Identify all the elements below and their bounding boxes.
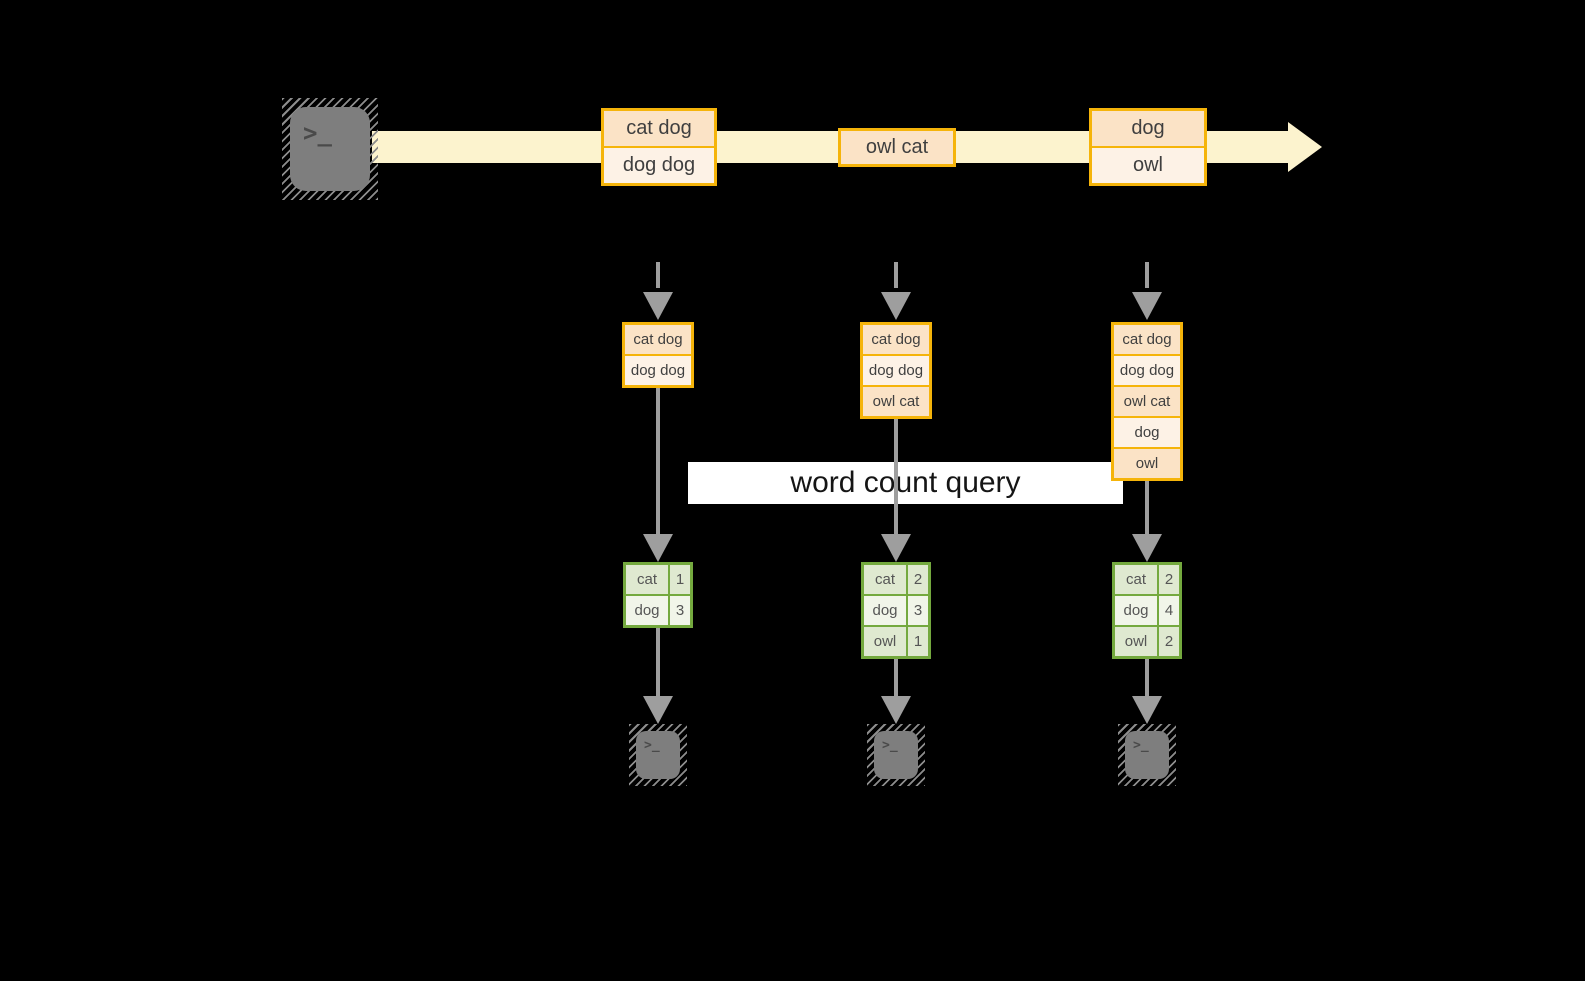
terminal-icon: >_	[290, 107, 370, 191]
state-record: dog dog	[1114, 354, 1180, 385]
table-row: cat 1	[626, 565, 690, 594]
state-record: cat dog	[1114, 325, 1180, 354]
stream-batch-3: dog owl	[1089, 108, 1207, 186]
source-terminal-hatch: >_	[282, 98, 378, 200]
result-table-1: cat 1 dog 3	[623, 562, 693, 628]
state-record: dog dog	[625, 354, 691, 385]
count-cell: 1	[908, 627, 928, 656]
word-cell: cat	[626, 565, 670, 594]
arrow-line	[894, 419, 898, 534]
stream-batch-2: owl cat	[838, 128, 956, 167]
terminal-icon: >_	[1125, 731, 1169, 779]
terminal-icon: >_	[874, 731, 918, 779]
arrow-line	[1145, 481, 1149, 534]
terminal-prompt-glyph: >_	[644, 738, 660, 753]
table-row: owl 2	[1115, 625, 1179, 656]
state-box-2: cat dog dog dog owl cat	[860, 322, 932, 419]
table-row: dog 3	[626, 594, 690, 625]
state-record: dog	[1114, 416, 1180, 447]
down-arrowhead-icon	[1132, 696, 1162, 724]
result-table-3: cat 2 dog 4 owl 2	[1112, 562, 1182, 659]
sink-terminal-3-hatch: >_	[1118, 724, 1176, 786]
word-cell: cat	[864, 565, 908, 594]
down-arrowhead-icon	[1132, 534, 1162, 562]
down-arrowhead-icon	[643, 696, 673, 724]
down-arrowhead-icon	[643, 292, 673, 320]
table-row: owl 1	[864, 625, 928, 656]
down-arrowhead-icon	[881, 292, 911, 320]
down-arrowhead-icon	[1132, 292, 1162, 320]
terminal-prompt-glyph: >_	[882, 738, 898, 753]
count-cell: 3	[670, 596, 690, 625]
arrow-line	[656, 388, 660, 534]
word-cell: cat	[1115, 565, 1159, 594]
dashed-arrow-line	[656, 262, 660, 288]
count-cell: 1	[670, 565, 690, 594]
down-arrowhead-icon	[643, 534, 673, 562]
word-cell: dog	[864, 596, 908, 625]
arrow-line	[1145, 659, 1149, 696]
down-arrowhead-icon	[881, 534, 911, 562]
word-cell: owl	[1115, 627, 1159, 656]
count-cell: 3	[908, 596, 928, 625]
count-cell: 2	[908, 565, 928, 594]
state-record: owl	[1114, 447, 1180, 478]
down-arrowhead-icon	[881, 696, 911, 724]
sink-terminal-2-hatch: >_	[867, 724, 925, 786]
stream-record: owl	[1092, 146, 1204, 183]
table-row: dog 3	[864, 594, 928, 625]
count-cell: 2	[1159, 565, 1179, 594]
stream-record: dog dog	[604, 146, 714, 183]
table-row: cat 2	[1115, 565, 1179, 594]
result-table-2: cat 2 dog 3 owl 1	[861, 562, 931, 659]
table-row: cat 2	[864, 565, 928, 594]
word-cell: dog	[1115, 596, 1159, 625]
count-cell: 4	[1159, 596, 1179, 625]
arrow-line	[894, 659, 898, 696]
stream-record: dog	[1092, 111, 1204, 146]
query-label: word count query	[790, 466, 1021, 499]
arrow-line	[656, 628, 660, 696]
stream-batch-1: cat dog dog dog	[601, 108, 717, 186]
state-record: cat dog	[625, 325, 691, 354]
count-cell: 2	[1159, 627, 1179, 656]
stream-record: cat dog	[604, 111, 714, 146]
table-row: dog 4	[1115, 594, 1179, 625]
state-record: dog dog	[863, 354, 929, 385]
state-box-3: cat dog dog dog owl cat dog owl	[1111, 322, 1183, 481]
state-record: cat dog	[863, 325, 929, 354]
state-record: owl cat	[1114, 385, 1180, 416]
stream-arrowhead-icon	[1288, 122, 1322, 172]
terminal-prompt-glyph: >_	[303, 119, 332, 147]
sink-terminal-1-hatch: >_	[629, 724, 687, 786]
dashed-arrow-line	[1145, 262, 1149, 288]
stream-record: owl cat	[841, 131, 953, 164]
state-box-1: cat dog dog dog	[622, 322, 694, 388]
query-label-box: word count query	[688, 462, 1123, 504]
word-cell: owl	[864, 627, 908, 656]
word-cell: dog	[626, 596, 670, 625]
terminal-icon: >_	[636, 731, 680, 779]
state-record: owl cat	[863, 385, 929, 416]
dashed-arrow-line	[894, 262, 898, 288]
terminal-prompt-glyph: >_	[1133, 738, 1149, 753]
